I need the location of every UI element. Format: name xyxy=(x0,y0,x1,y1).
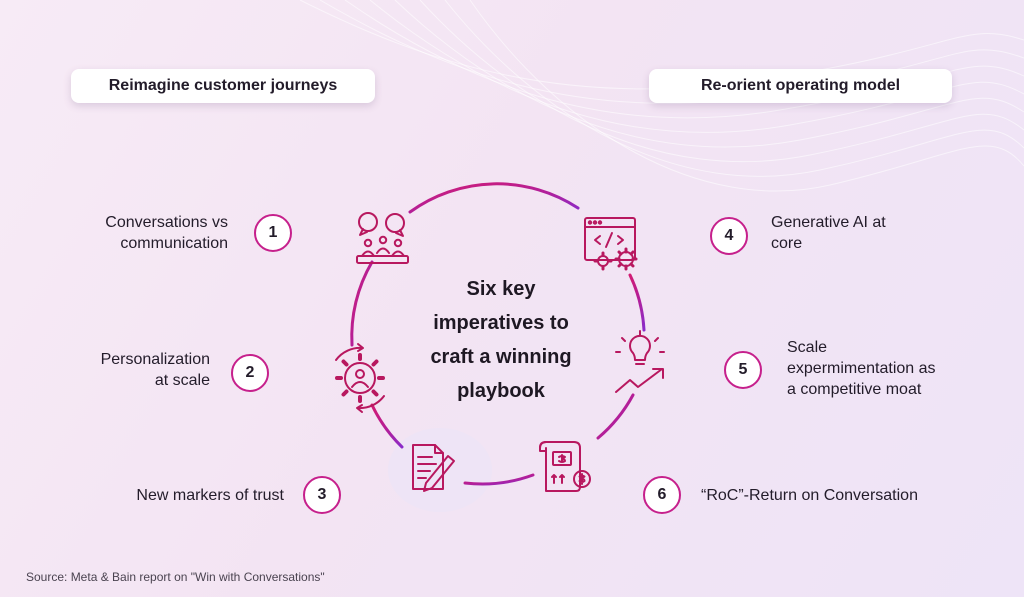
lightbulb-growth-icon xyxy=(615,330,665,393)
item-2-label-line-1: Personalization xyxy=(100,351,210,368)
item-1-label-line-2: communication xyxy=(120,235,228,252)
ring-arc-left-lower xyxy=(370,403,404,449)
ring-arc-left-upper xyxy=(350,260,374,347)
item-1-label: Conversations vs communication xyxy=(40,212,228,254)
gear-person-icon xyxy=(335,343,385,413)
center-title-line-4: playbook xyxy=(457,380,545,402)
item-2-number: 2 xyxy=(245,364,255,381)
center-title-line-3: craft a winning xyxy=(430,346,572,368)
header-left-label: Reimagine customer journeys xyxy=(108,77,338,94)
code-window-gear-icon xyxy=(584,217,638,271)
source-note: Source: Meta & Bain report on "Win with … xyxy=(26,570,325,584)
item-3-label-line-1: New markers of trust xyxy=(136,487,284,504)
item-2-number-badge: 2 xyxy=(231,354,269,392)
document-pen-icon xyxy=(412,444,455,492)
item-1-number-badge: 1 xyxy=(254,214,292,252)
chat-group-icon xyxy=(356,212,409,264)
item-4-number-badge: 4 xyxy=(710,217,748,255)
item-6-number: 6 xyxy=(657,486,667,503)
ring-arc-right-upper xyxy=(628,273,646,332)
item-6-number-badge: 6 xyxy=(643,476,681,514)
item-2-label-line-2: at scale xyxy=(154,372,210,389)
ring-arc-bottom xyxy=(463,473,535,486)
circle-ring xyxy=(350,182,646,486)
item-6-label: “RoC”-Return on Conversation xyxy=(701,485,1001,506)
item-5-label: Scale expermimentation as a competitive … xyxy=(787,337,1002,400)
header-right-label: Re-orient operating model xyxy=(700,77,901,94)
center-title: Six key imperatives to craft a winning p… xyxy=(395,272,607,408)
ring-arc-right-lower xyxy=(596,393,635,440)
item-3-number: 3 xyxy=(317,486,327,503)
item-1-number: 1 xyxy=(268,224,278,241)
item-5-label-line-1: Scale xyxy=(787,339,828,356)
item-5-number-badge: 5 xyxy=(724,351,762,389)
item-5-label-line-3: a competitive moat xyxy=(787,381,922,398)
item-5-label-line-2: expermimentation as xyxy=(787,360,936,377)
item-1-label-line-1: Conversations vs xyxy=(105,214,228,231)
ring-arc-top xyxy=(408,182,580,214)
item-5-number: 5 xyxy=(738,361,748,378)
item-6-label-line-1: “RoC”-Return on Conversation xyxy=(701,487,918,504)
center-title-line-1: Six key xyxy=(466,278,536,300)
item-3-label: New markers of trust xyxy=(60,485,284,506)
item-4-label-line-1: Generative AI at xyxy=(771,214,886,231)
item-2-label: Personalization at scale xyxy=(40,349,210,391)
header-reorient-operating-model: Re-orient operating model xyxy=(649,69,952,103)
item-4-label: Generative AI at core xyxy=(771,212,971,254)
item-4-label-line-2: core xyxy=(771,235,803,252)
header-reimagine-customer-journeys: Reimagine customer journeys xyxy=(71,69,375,103)
item-4-number: 4 xyxy=(724,227,734,244)
receipt-dollar-icon xyxy=(539,441,591,492)
center-title-line-2: imperatives to xyxy=(433,312,569,334)
item-3-number-badge: 3 xyxy=(303,476,341,514)
